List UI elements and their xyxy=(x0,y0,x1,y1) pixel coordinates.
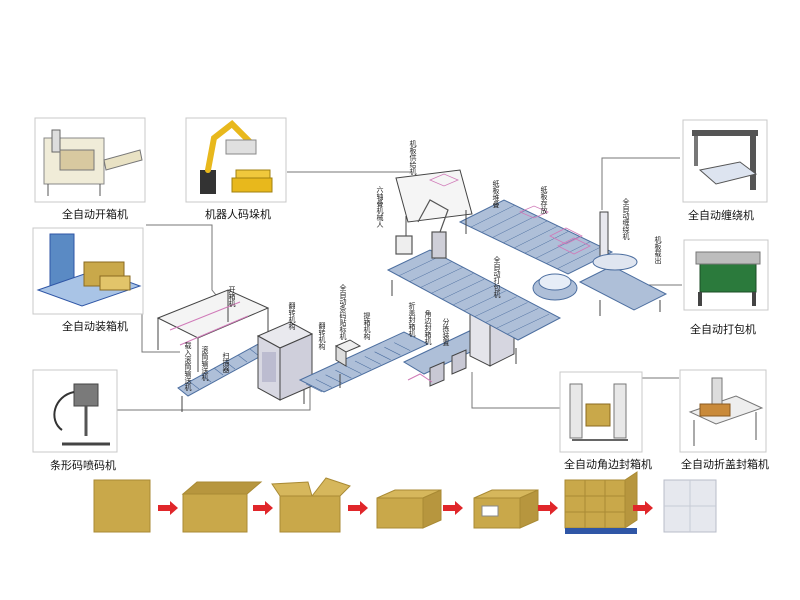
label-roller-conveyor: 滚筒输送机 xyxy=(201,345,209,382)
label-strapping-machine: 全自动打包机 xyxy=(690,323,756,336)
label-folding-sealer: 折盖封箱机 xyxy=(408,301,416,338)
label-sticker xyxy=(481,505,499,517)
case-erector-frame xyxy=(156,289,270,372)
flow-step-flaps-open-box xyxy=(271,477,351,533)
flow-step-palletized-stack xyxy=(564,471,638,534)
label-case-open: 开箱机 xyxy=(228,286,236,308)
flow-arrow xyxy=(633,501,653,515)
stretch-wrapper-photo xyxy=(682,119,768,203)
turntable xyxy=(532,273,578,301)
label-stretch-wrapper: 全自动缠绕机 xyxy=(688,209,754,222)
label-pallet-feeder: 机板供给机 xyxy=(409,139,417,176)
flow-step-wrapped-pallet xyxy=(663,479,717,533)
label-scanner: 扫描器 xyxy=(222,351,230,374)
pallet xyxy=(565,528,637,534)
carton-stacks xyxy=(428,173,591,255)
label-flip-2: 翻转机构 xyxy=(318,321,326,351)
case-erector-photo xyxy=(34,117,146,203)
label-six-axis: 六轴叠机械人 xyxy=(376,185,384,228)
line-labels: 开箱机 载入滚筒输送机 滚筒输送机 扫描器 翻转机构 翻转机构 全自动条码贴标机… xyxy=(184,139,662,392)
label-pallet-storage: 纸板存放 xyxy=(540,185,548,215)
label-auto-packer: 全自动打包机 xyxy=(493,255,501,299)
case-packer-photo xyxy=(32,227,144,315)
output-conveyor xyxy=(578,265,668,316)
flow-arrow xyxy=(253,501,273,515)
flow-step-flat-blank xyxy=(93,479,151,533)
label-robot-palletizer: 机器人码垛机 xyxy=(205,208,271,221)
flow-arrow xyxy=(443,501,463,515)
label-case-erector: 全自动开箱机 xyxy=(62,208,128,221)
label-auto-labeler: 全自动条码贴标机 xyxy=(339,283,347,341)
label-pallet-stacking: 纸板堆叠 xyxy=(492,179,500,208)
line-wrapper xyxy=(592,211,638,271)
flow-arrow xyxy=(158,501,178,515)
flow-step-sealed-box xyxy=(376,489,442,529)
label-barcode-printer: 条形码喷码机 xyxy=(50,459,116,472)
label-auto-wrapper: 全自动缠绕机 xyxy=(622,197,630,241)
label-pallet-out: 机板载出 xyxy=(654,235,662,265)
flow-row xyxy=(93,471,717,534)
connector-case-erector xyxy=(146,224,221,301)
barcode-printer-photo xyxy=(32,369,118,453)
pallet-feeder xyxy=(395,169,473,240)
label-lift: 提箱机构 xyxy=(363,311,371,341)
flow-arrow xyxy=(348,501,368,515)
label-case-packer: 全自动装箱机 xyxy=(62,320,128,333)
six-axis-robot xyxy=(395,199,449,259)
connector-corner-sealer xyxy=(471,372,560,409)
label-flip: 翻转机构 xyxy=(288,301,296,331)
label-sorting: 分拣装置 xyxy=(442,317,450,346)
strapping-machine-photo xyxy=(683,239,769,311)
label-corner-sealer: 全自动角边封箱机 xyxy=(564,458,652,471)
label-flap-sealer: 全自动折盖封箱机 xyxy=(681,458,769,471)
label-manual-loading: 载入滚筒输送机 xyxy=(184,341,192,392)
flap-sealer-photo xyxy=(679,369,767,453)
flow-step-open-box xyxy=(181,481,263,533)
corner-sealer-photo xyxy=(559,371,643,453)
upper-conveyor xyxy=(386,249,562,364)
conveyor-line xyxy=(156,169,668,412)
tunnel-machine xyxy=(256,321,314,401)
robot-palletizer-photo xyxy=(185,117,287,203)
connector-barcode xyxy=(117,382,311,411)
connector-stretch-wrapper xyxy=(601,157,680,210)
flow-arrow xyxy=(538,501,558,515)
top-conveyor xyxy=(458,199,614,275)
flow-step-labeled-box xyxy=(473,489,539,529)
label-corner-sealer: 角边封箱机 xyxy=(424,309,432,346)
labeler-station xyxy=(334,339,362,367)
